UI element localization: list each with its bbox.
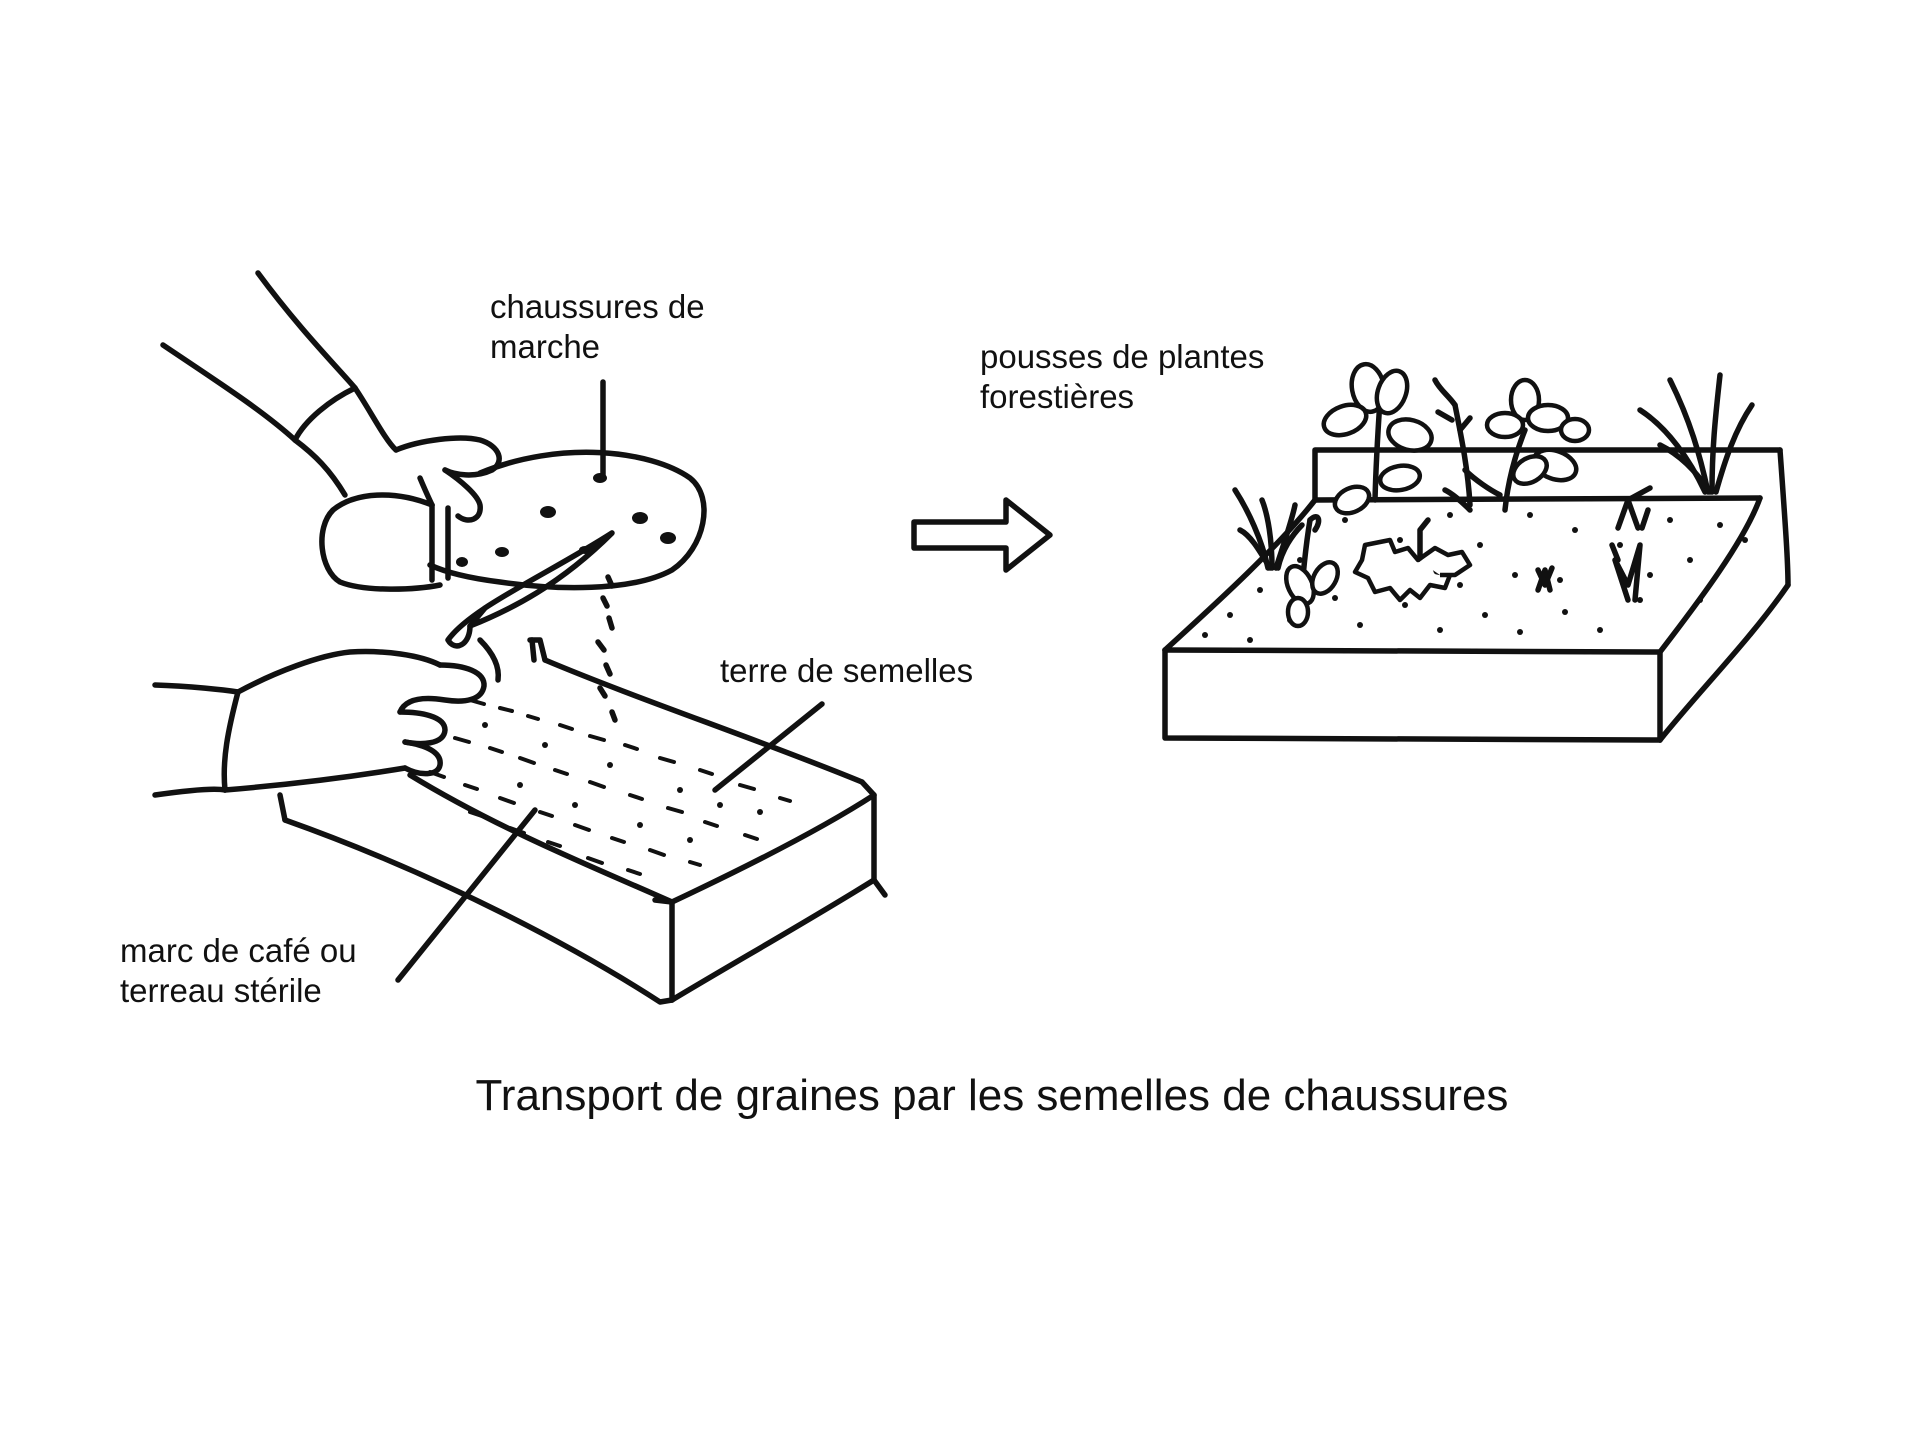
label-seedlings-line2: forestières [980, 378, 1134, 415]
soil-texture [428, 698, 792, 876]
box-soil-speckles [1202, 512, 1748, 643]
label-seedlings-line1: pousses de plantes [980, 338, 1264, 375]
label-sole-soil: terre de semelles [720, 652, 973, 689]
leader-sole-soil [712, 701, 825, 793]
seedling-sprig [1432, 377, 1503, 513]
v-sprouts [1535, 485, 1653, 603]
knife [445, 530, 615, 649]
falling-soil [595, 574, 618, 723]
label-substrate-line1: marc de café ou [120, 932, 357, 969]
lower-arm [152, 648, 443, 798]
seedling-clover [1484, 377, 1592, 513]
label-shoes-line1: chaussures de [490, 288, 705, 325]
label-substrate-line2: terreau stérile [120, 972, 322, 1009]
upper-hand [393, 435, 502, 523]
diagram-caption: Transport de graines par les semelles de… [476, 1071, 1509, 1120]
seedling-tall-leafy [1321, 361, 1434, 516]
right-outline-arrow-icon [911, 497, 1053, 573]
leader-substrate [395, 807, 538, 983]
labels: chaussures de marche terre de semelles m… [120, 288, 1508, 1120]
shoe-sole [319, 449, 707, 592]
lower-hand [397, 637, 502, 777]
seedling-box [1162, 447, 1791, 743]
seedling-leafy-left [1283, 514, 1341, 629]
label-shoes-line2: marche [490, 328, 600, 365]
seedlings [1232, 361, 1755, 629]
grass-tuft-right [1637, 372, 1755, 495]
left-illustration [152, 270, 888, 1005]
jagged-leaf-plant [1352, 517, 1473, 603]
upper-arm [160, 270, 399, 498]
grass-tuft-left [1232, 487, 1305, 571]
soil-tray [277, 637, 888, 1005]
right-illustration [1162, 361, 1791, 743]
